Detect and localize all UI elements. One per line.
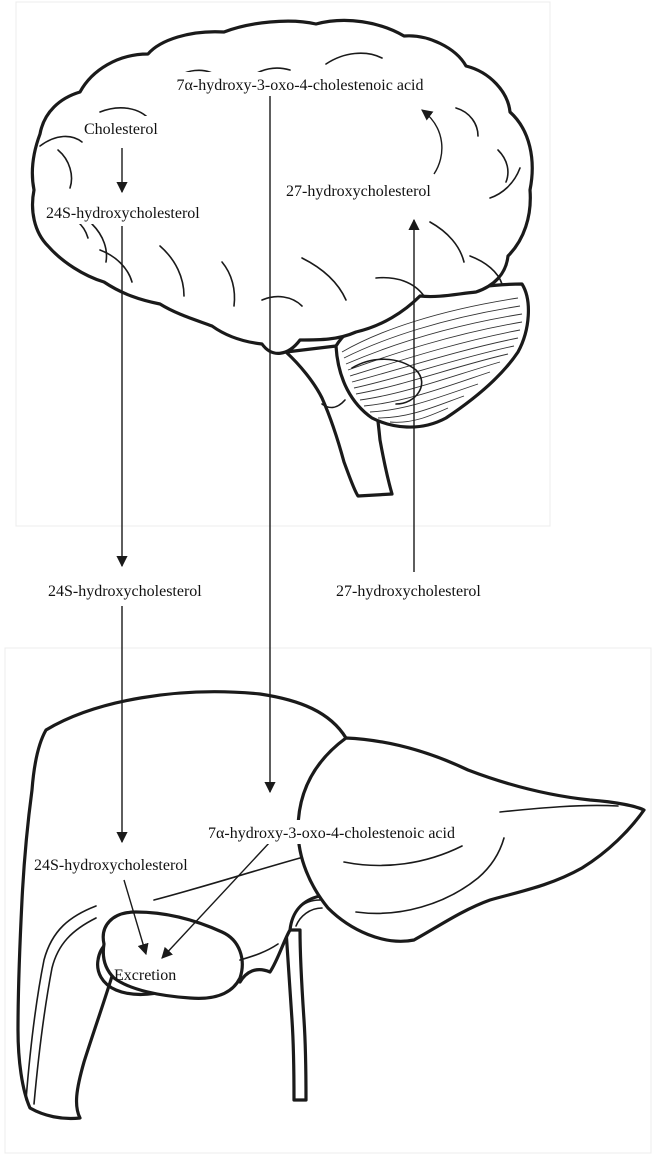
liver-acid-label: 7α-hydroxy-3-oxo-4-cholestenoic acid — [208, 825, 455, 842]
bile-duct — [286, 930, 306, 1100]
liver-illustration — [18, 692, 644, 1119]
brain-acid-label: 7α-hydroxy-3-oxo-4-cholestenoic acid — [177, 77, 424, 94]
bile-duct-branch-2 — [296, 908, 322, 926]
blood-27-label: 27-hydroxycholesterol — [336, 583, 481, 600]
brain-24s-label: 24S-hydroxycholesterol — [46, 205, 200, 222]
brain-27-label: 27-hydroxycholesterol — [286, 183, 431, 200]
brain-cholesterol-label: Cholesterol — [84, 121, 158, 138]
liver-24s-label: 24S-hydroxycholesterol — [34, 857, 188, 874]
blood-24s-label: 24S-hydroxycholesterol — [48, 583, 202, 600]
excretion-label: Excretion — [114, 967, 176, 984]
